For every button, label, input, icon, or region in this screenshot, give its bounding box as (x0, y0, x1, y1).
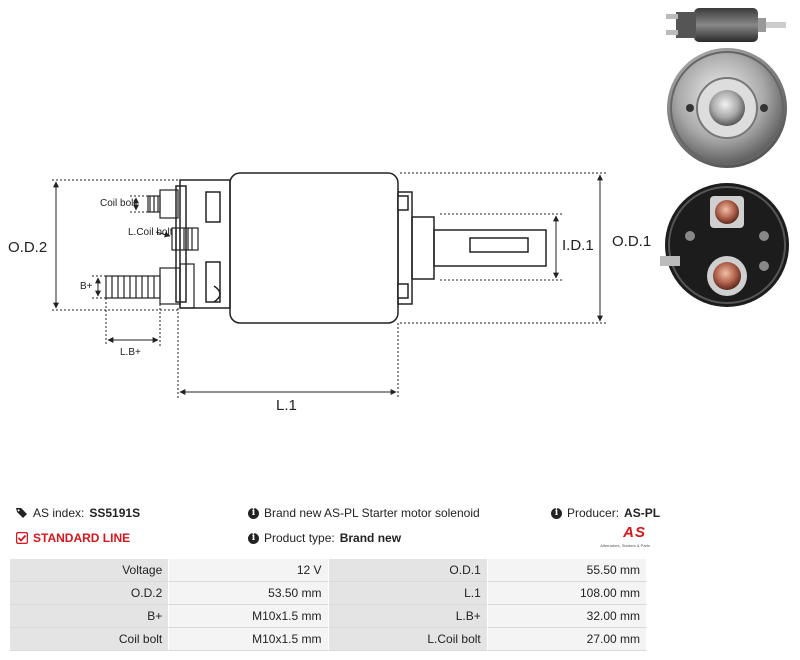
spec-value: M10x1.5 mm (169, 628, 329, 651)
as-logo: AS Alternators, Starters & Parts (586, 524, 650, 552)
spec-value: 108.00 mm (487, 582, 647, 605)
label-od1: O.D.1 (612, 233, 651, 250)
as-logo-tagline: Alternators, Starters & Parts (600, 543, 650, 548)
spec-key: Coil bolt (10, 628, 170, 651)
standard-line-label: STANDARD LINE (33, 531, 131, 545)
technical-drawing: O.D.2 O.D.1 I.D.1 L.1 L.B+ B+ Coil bolt … (8, 172, 651, 414)
photo-end-view (667, 48, 787, 168)
description: i Brand new AS-PL Starter motor solenoid (248, 506, 480, 520)
as-index: AS index: SS5191S (16, 506, 140, 520)
spec-key: O.D.2 (10, 582, 170, 605)
label-bplus: B+ (80, 281, 93, 292)
product-photos (660, 8, 789, 307)
label-od2: O.D.2 (8, 239, 47, 256)
photo-side-view (666, 8, 786, 42)
label-id1: I.D.1 (562, 237, 594, 254)
label-coil-bolt: Coil bolt (100, 198, 136, 209)
spec-key: L.1 (328, 582, 488, 605)
producer-label: Producer: (567, 506, 620, 520)
product-type-label: Product type: (264, 531, 335, 545)
tags-icon (16, 508, 27, 518)
spec-value: 27.00 mm (487, 628, 647, 651)
spec-value: M10x1.5 mm (169, 605, 329, 628)
as-logo-mark: AS (623, 524, 646, 541)
product-type-value: Brand new (339, 531, 402, 545)
label-lcoil-bolt: L.Coil bolt (128, 227, 173, 238)
spec-value: 32.00 mm (487, 605, 647, 628)
bplus-bolt (105, 263, 195, 309)
spec-key: O.D.1 (328, 559, 488, 582)
spec-key: B+ (10, 605, 170, 628)
info-section: AS index: SS5191S STANDARD LINE i Brand … (0, 500, 800, 560)
spec-value: 53.50 mm (169, 582, 329, 605)
info-icon: i (248, 532, 259, 544)
check-square-icon (16, 532, 28, 544)
as-index-label: AS index: (33, 506, 85, 520)
spec-value: 55.50 mm (487, 559, 647, 582)
coil-bolt (147, 189, 179, 219)
spec-value: 12 V (169, 559, 329, 582)
product-type: i Product type: Brand new (248, 531, 401, 545)
standard-line: STANDARD LINE (16, 531, 130, 545)
spec-key: Voltage (10, 559, 170, 582)
info-icon: i (551, 507, 562, 519)
as-index-value: SS5191S (89, 506, 141, 520)
photo-terminal-view (660, 183, 789, 307)
info-icon: i (248, 507, 259, 519)
spec-key: L.Coil bolt (328, 628, 488, 651)
lcoil-bolt (171, 227, 199, 251)
producer: i Producer: AS-PL (551, 506, 660, 520)
description-text: Brand new AS-PL Starter motor solenoid (264, 506, 480, 520)
label-lbplus: L.B+ (120, 347, 141, 358)
spec-key: L.B+ (328, 605, 488, 628)
solenoid-body (229, 172, 399, 324)
producer-value: AS-PL (624, 506, 661, 520)
label-l1: L.1 (276, 397, 297, 414)
